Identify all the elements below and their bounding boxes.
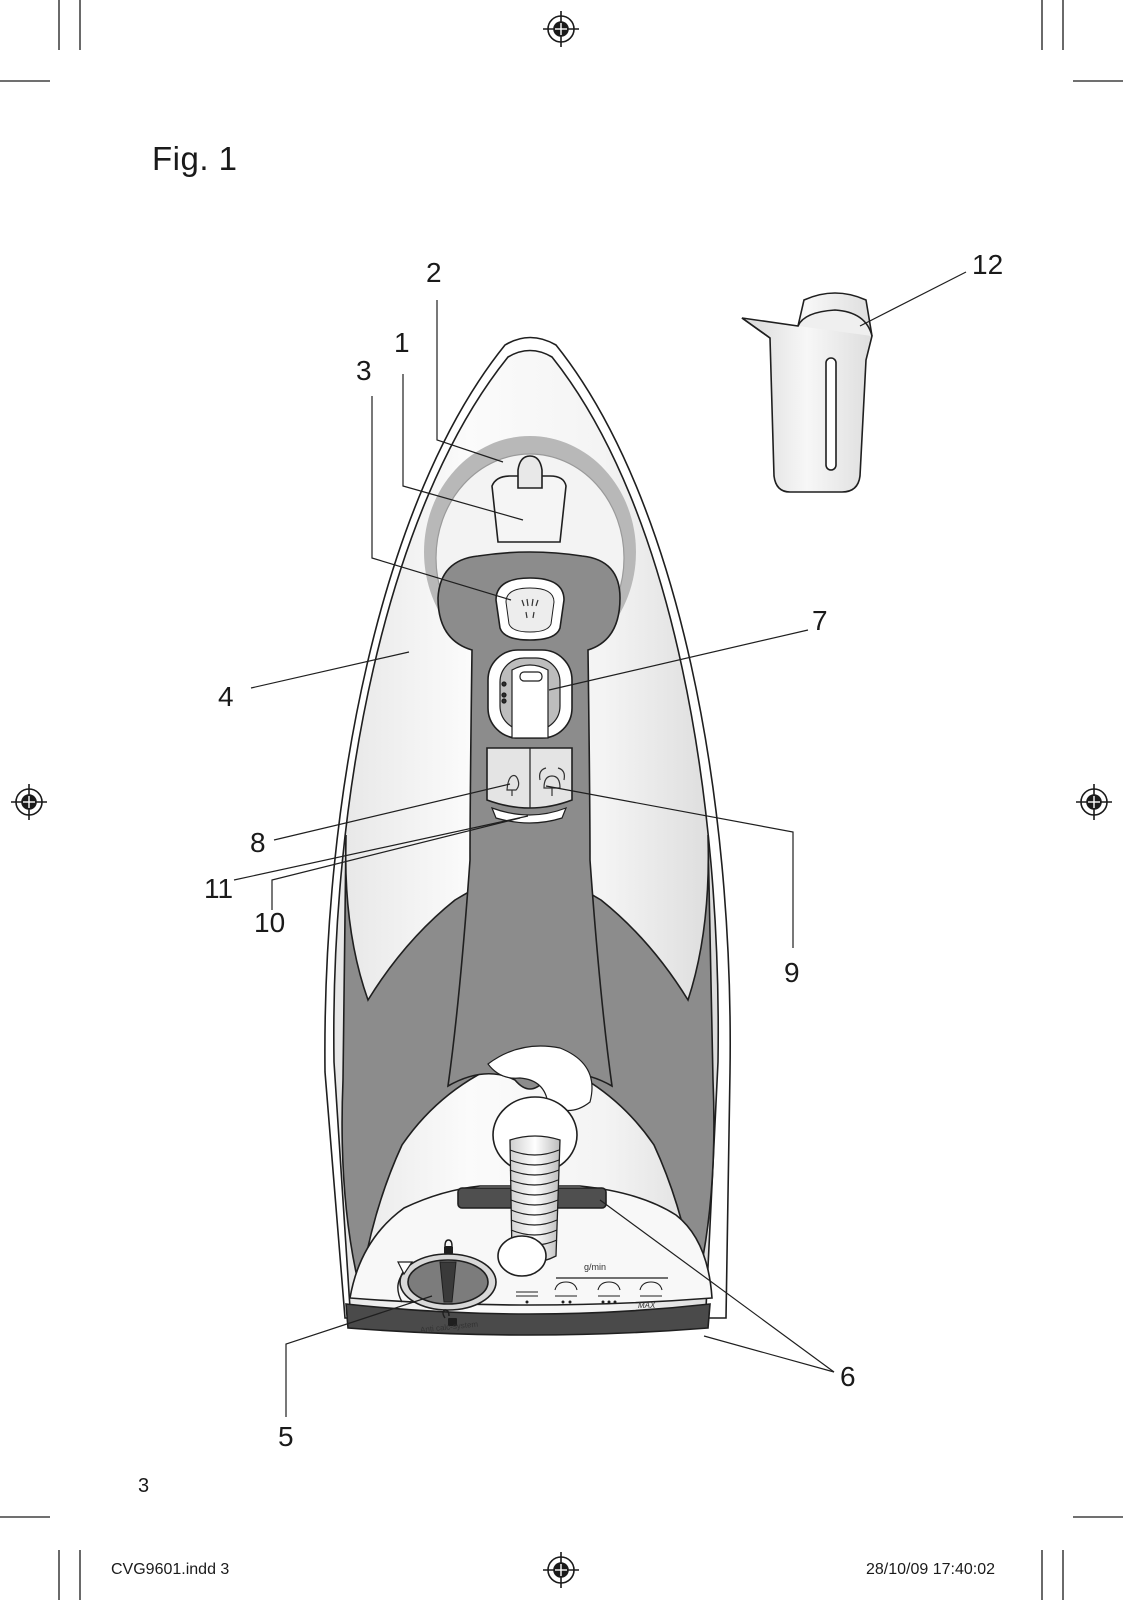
callout-1: 1 [394,327,410,358]
callout-5: 5 [278,1421,294,1452]
callout-3: 3 [356,355,372,386]
filling-cap-top [517,455,543,489]
callout-9: 9 [784,957,800,988]
callout-12: 12 [972,249,1003,280]
callout-11: 11 [204,873,233,904]
filling-cap [491,475,567,543]
callout-8: 8 [250,827,266,858]
footer-filename: CVG9601.indd 3 [111,1561,230,1578]
callout-2: 2 [426,257,442,288]
page-number: 3 [138,1475,150,1497]
callout-4: 4 [218,681,234,712]
iron [324,336,732,1336]
leader-lines [233,271,967,1417]
steam-level-icon [516,1281,663,1297]
callout-7: 7 [812,605,828,636]
steam-icon [539,767,565,796]
steam-rate-unit: g/min [584,1262,606,1272]
max-label: MAX [638,1301,656,1310]
steam-icon [506,774,520,796]
lock-icon [448,1318,457,1326]
figure-title: Fig. 1 [152,140,238,177]
callout-10: 10 [254,907,285,938]
water-measuring-cup [741,292,873,493]
base-band [345,1303,711,1336]
footer-timestamp: 28/10/09 17:40:02 [866,1561,996,1578]
callout-6: 6 [840,1361,856,1392]
lock-icon [444,1246,453,1254]
spray-icon [521,598,539,619]
water-level-window [825,357,837,471]
